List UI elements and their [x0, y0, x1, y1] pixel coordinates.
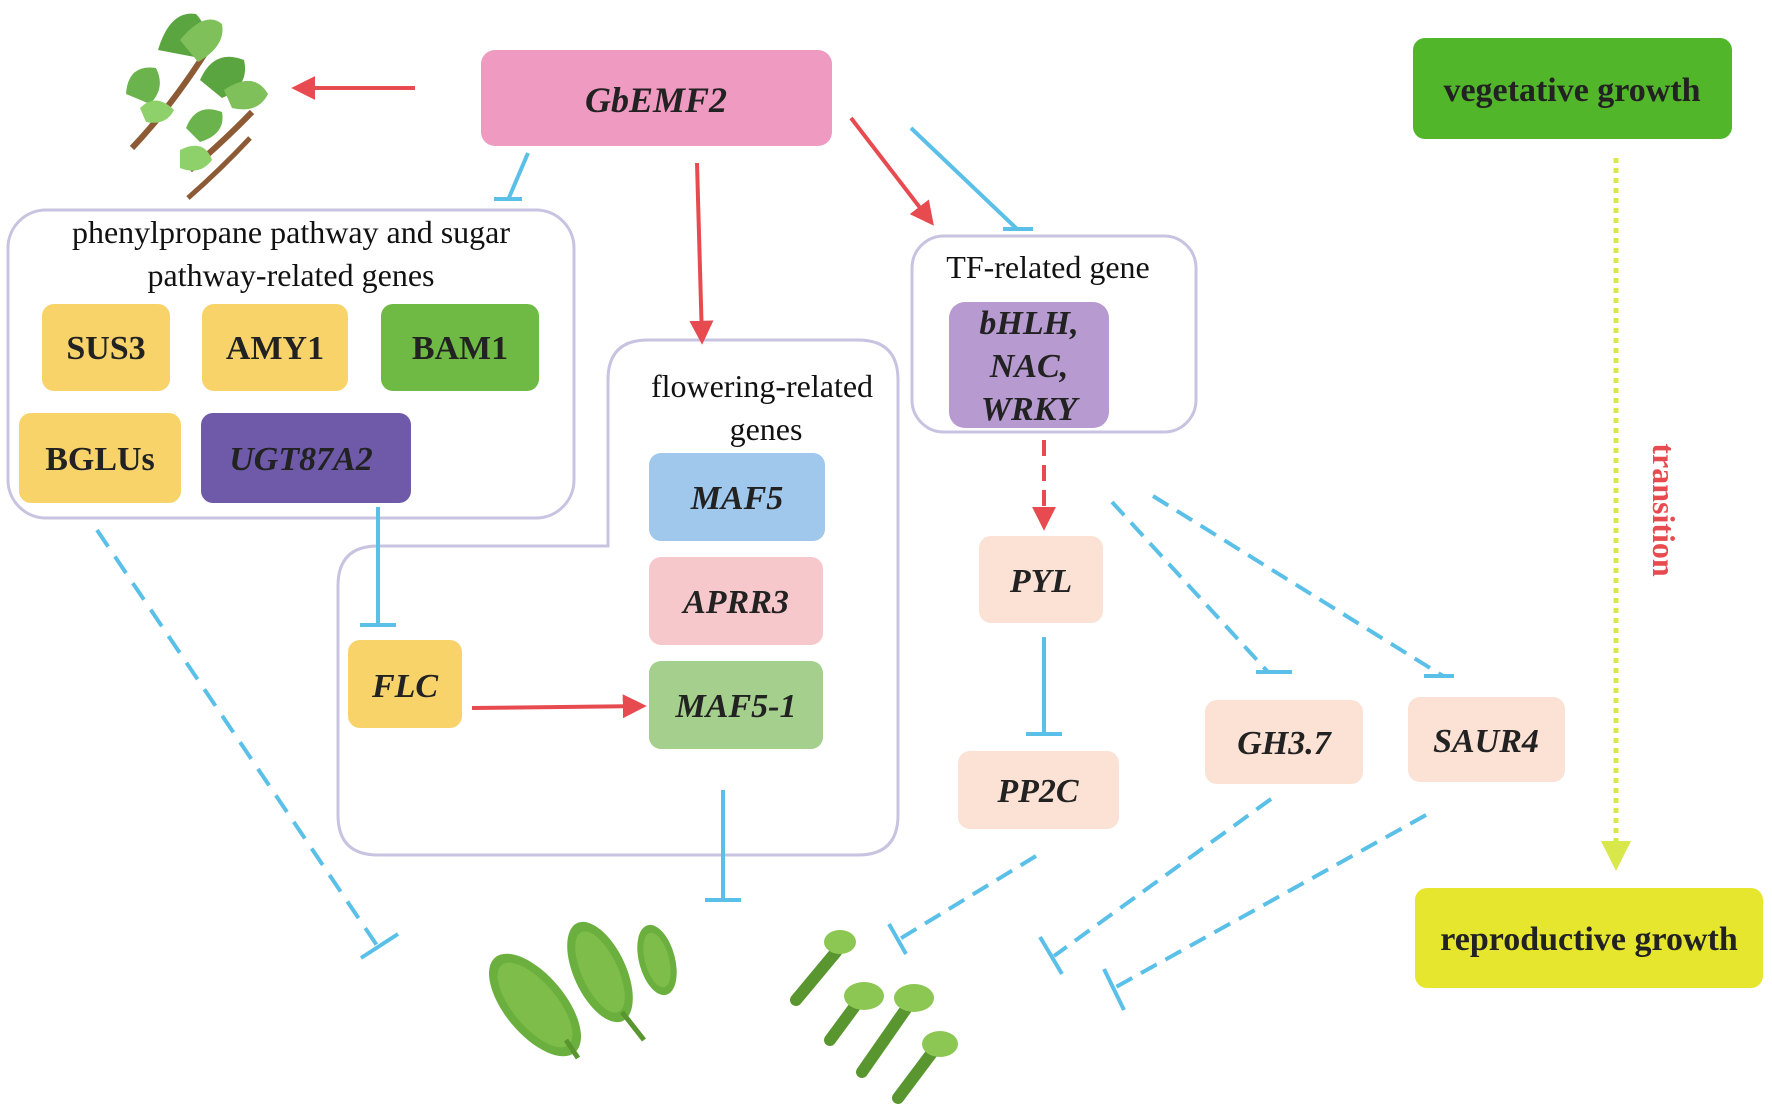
- svg-text:GbEMF2: GbEMF2: [585, 80, 727, 120]
- svg-text:BAM1: BAM1: [412, 330, 508, 367]
- transition-label: transition: [1646, 443, 1682, 577]
- inhibit-gbemf2-phenylpropane: [494, 152, 530, 201]
- inhibit-gbemf2-tf: [909, 126, 1033, 231]
- svg-text:BGLUs: BGLUs: [45, 441, 155, 478]
- inhibit-flowering-strobili: [705, 790, 741, 902]
- maf5-1-node: MAF5-1: [649, 661, 823, 749]
- inhibit-tf-gh3-7: [1110, 500, 1270, 674]
- ovulate-strobili-icon: [488, 921, 677, 1060]
- flowering-group-title-line2: genes: [730, 411, 803, 447]
- flc-node: FLC: [348, 640, 462, 728]
- inhibit-gh3-7-pollen-cone-bar: [1038, 935, 1064, 976]
- svg-text:WRKY: WRKY: [981, 391, 1081, 428]
- phenylpropane-group-title-line2: pathway-related genes: [148, 257, 435, 293]
- svg-text:AMY1: AMY1: [226, 330, 324, 367]
- svg-text:SUS3: SUS3: [66, 330, 145, 367]
- bam1-node: BAM1: [381, 304, 539, 391]
- pp2c-node: PP2C: [958, 751, 1119, 829]
- flowering-group-title-line1: flowering-related: [651, 368, 873, 404]
- svg-text:NAC,: NAC,: [989, 348, 1068, 385]
- pyl-node: PYL: [979, 536, 1103, 623]
- tf-group-box: [910, 234, 1198, 434]
- ginkgo-leaf-icon: [126, 13, 268, 200]
- saur4-node: SAUR4: [1408, 697, 1565, 782]
- flowering-group-box: [336, 338, 900, 857]
- svg-text:APRR3: APRR3: [681, 584, 789, 621]
- reproductive-growth-node: reproductive growth: [1415, 888, 1763, 988]
- svg-text:UGT87A2: UGT87A2: [229, 441, 373, 478]
- inhibit-saur4-pollen-cone: [1115, 813, 1427, 989]
- tf-group-title: TF-related gene: [946, 249, 1149, 285]
- inhibit-gh3-7-pollen-cone: [1052, 797, 1273, 958]
- sus3-node: SUS3: [42, 304, 170, 391]
- inhibit-phenylpropane-strobili-bar: [359, 932, 400, 960]
- gh3-7-node: GH3.7: [1205, 700, 1363, 784]
- phenylpropane-group-box: [6, 208, 576, 520]
- svg-text:MAF5-1: MAF5-1: [675, 688, 797, 725]
- svg-text:GH3.7: GH3.7: [1237, 725, 1333, 762]
- bglus-node: BGLUs: [19, 413, 181, 503]
- svg-text:bHLH,: bHLH,: [979, 305, 1078, 342]
- arrow-gbemf2-to-tf: [849, 116, 934, 226]
- ugt87a2-node: UGT87A2: [201, 413, 411, 503]
- tf-genes-node: bHLH, NAC, WRKY: [949, 302, 1109, 428]
- aprr3-node: APRR3: [649, 557, 823, 645]
- svg-text:vegetative growth: vegetative growth: [1443, 72, 1700, 109]
- arrow-flc-to-maf5-1: [471, 694, 647, 719]
- inhibit-phenylpropane-strobili: [95, 528, 380, 949]
- amy1-node: AMY1: [202, 304, 348, 391]
- inhibit-pp2c-pollen-cone-bar: [887, 923, 908, 955]
- maf5-node: MAF5: [649, 453, 825, 541]
- inhibit-pyl-pp2c: [1026, 637, 1062, 736]
- phenylpropane-group-title-line1: phenylpropane pathway and sugar: [72, 214, 510, 250]
- inhibit-ugt87a2-flc: [360, 507, 396, 627]
- inhibit-tf-saur4: [1151, 494, 1445, 678]
- svg-text:SAUR4: SAUR4: [1433, 723, 1539, 760]
- svg-text:reproductive growth: reproductive growth: [1440, 921, 1738, 958]
- svg-text:MAF5: MAF5: [690, 480, 784, 517]
- svg-text:FLC: FLC: [371, 668, 438, 705]
- vegetative-growth-node: vegetative growth: [1413, 38, 1732, 139]
- arrow-gbemf2-to-flowering: [689, 162, 714, 345]
- inhibit-pp2c-pollen-cone: [896, 854, 1038, 942]
- pollen-cone-icon: [790, 930, 958, 1104]
- svg-text:PP2C: PP2C: [996, 773, 1079, 810]
- inhibit-saur4-pollen-cone-bar: [1102, 968, 1126, 1011]
- svg-text:PYL: PYL: [1009, 563, 1072, 600]
- gbemf2-node: GbEMF2: [481, 50, 832, 146]
